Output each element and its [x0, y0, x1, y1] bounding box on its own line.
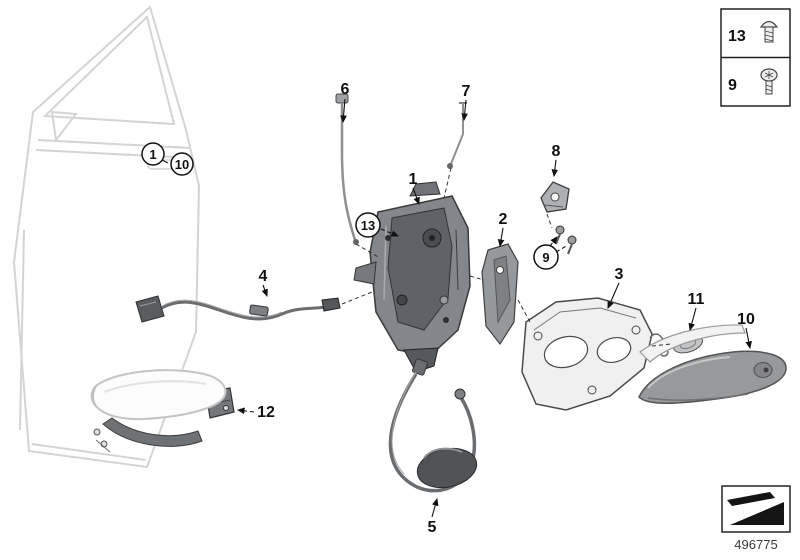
legend-label-9[interactable]: 9	[728, 77, 737, 94]
bowden-cable-4-part	[135, 295, 341, 323]
legend-label-13[interactable]: 13	[728, 28, 746, 45]
callout-5[interactable]: 5	[428, 519, 437, 536]
striker-part	[540, 181, 570, 213]
lock-rod-7-part	[447, 102, 467, 169]
callout-4[interactable]: 4	[259, 268, 268, 285]
leader-lines	[161, 98, 752, 518]
callout-10[interactable]: 10	[737, 311, 755, 328]
legend-box: 13 9	[720, 8, 791, 107]
wedge-bar-icon	[727, 492, 775, 506]
cable-boot	[416, 447, 478, 489]
torx-screw-icon	[760, 68, 778, 95]
handle-gasket	[102, 417, 203, 447]
callout-13-circle[interactable]	[355, 212, 381, 238]
callout-9-circle[interactable]	[533, 244, 559, 270]
callout-6[interactable]: 6	[341, 81, 350, 98]
callout-12[interactable]: 12	[257, 404, 275, 421]
callout-9[interactable]: 9	[542, 250, 549, 265]
lock-actuator-part	[353, 181, 471, 373]
wedge-icon	[730, 502, 784, 525]
wedge-symbol-box	[721, 485, 791, 533]
assembly-lines	[341, 167, 672, 347]
callout-door-10[interactable]: 10	[175, 157, 189, 172]
bowden-cable-5-part	[388, 358, 478, 493]
diagram-part-number: 496775	[734, 537, 777, 552]
callouts: 1 10 6 7 8 1 2 3 4 11 10 12 5 13 9	[141, 81, 755, 536]
painted-handle-part	[90, 369, 227, 453]
outer-door-handle-part	[638, 324, 787, 404]
callout-door-1[interactable]: 1	[149, 147, 156, 162]
callout-13[interactable]: 13	[361, 218, 375, 233]
lock-bracket-part	[481, 243, 519, 346]
callout-1[interactable]: 1	[409, 171, 418, 188]
callout-door-1-circle[interactable]	[141, 142, 165, 166]
callout-8[interactable]: 8	[552, 143, 561, 160]
callout-11[interactable]: 11	[688, 291, 705, 308]
callout-7[interactable]: 7	[462, 83, 471, 100]
mirror-triangle	[50, 110, 78, 143]
callout-2[interactable]: 2	[499, 211, 508, 228]
dome-head-screw-icon	[759, 20, 779, 43]
callout-door-10-circle[interactable]	[170, 152, 194, 176]
callout-3[interactable]: 3	[615, 266, 624, 283]
handle-carrier-part	[521, 297, 653, 411]
